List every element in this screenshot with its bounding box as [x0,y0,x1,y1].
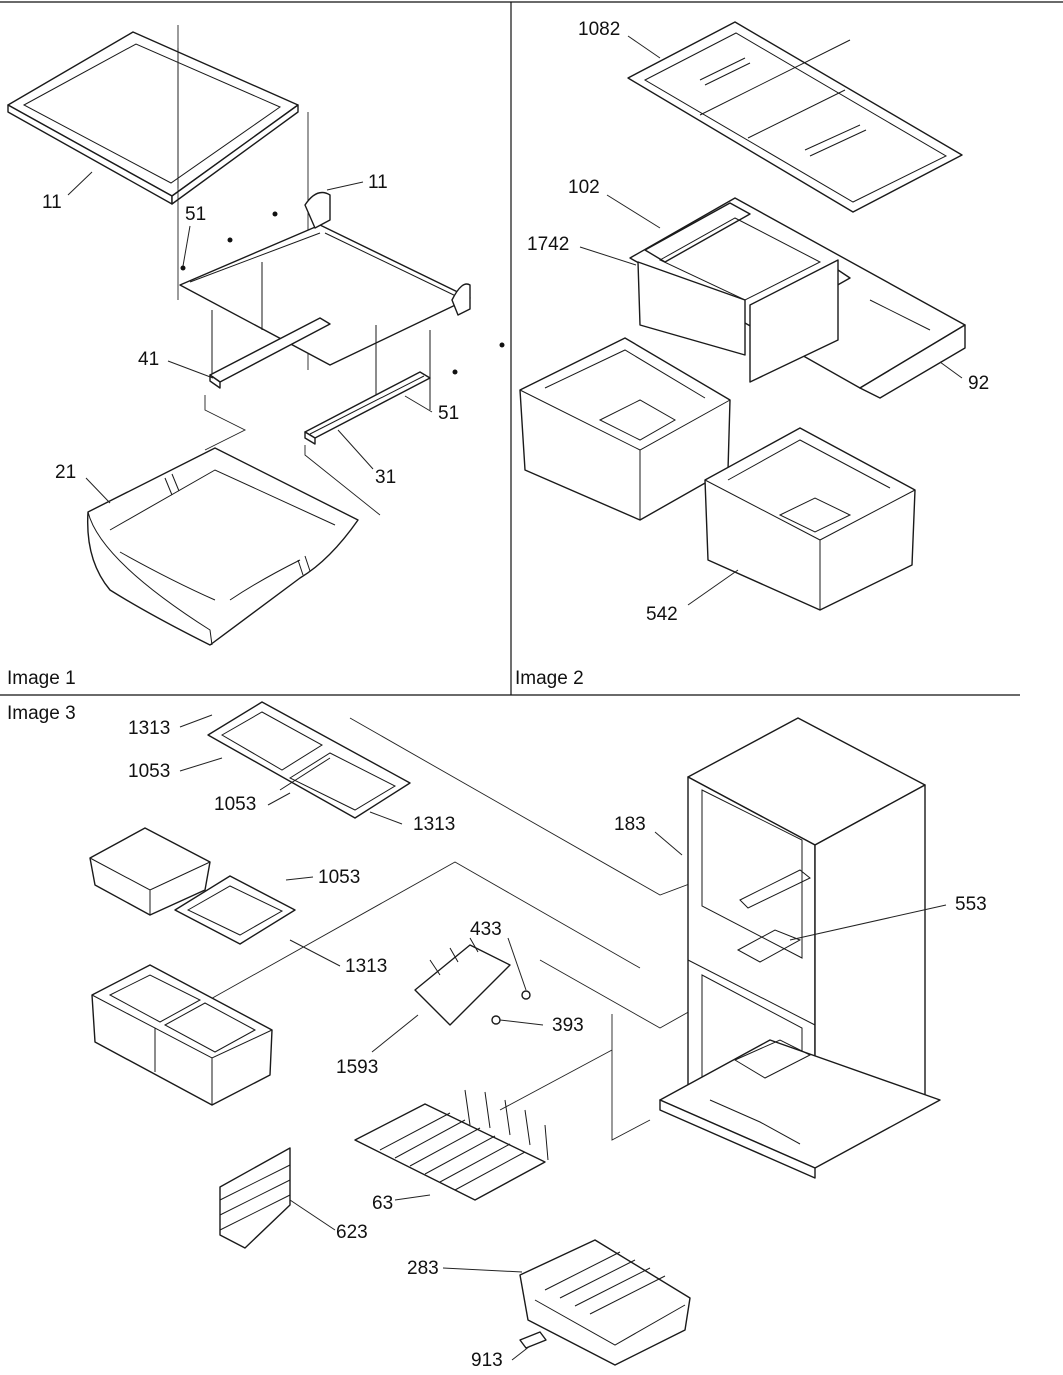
image2-drawing [519,21,966,611]
shelf-11 [7,31,299,205]
label-1053-top: 1053 [128,761,170,782]
image3-drawing [89,701,941,1366]
label-21: 21 [55,462,76,483]
drawer-left [519,337,731,521]
label-51-top: 51 [185,204,206,225]
label-1053-second: 1053 [214,794,256,815]
rail-31 [304,371,431,445]
wire-basket-283 [519,1239,691,1366]
label-92: 92 [968,373,989,394]
panel-captions: Image 1 Image 2 Image 3 [7,668,584,724]
image1-drawing [7,25,505,646]
refrigerator-cabinet [659,717,941,1179]
wire-shelf-63 [354,1089,549,1201]
label-102: 102 [568,177,600,198]
small-bin [89,827,211,916]
label-63: 63 [372,1193,393,1214]
label-1742: 1742 [527,234,569,255]
crisper-pan-21 [86,447,359,646]
label-11-frame: 11 [368,172,388,193]
part-labels: 11 11 51 41 51 31 21 1082 102 1742 92 54… [42,19,989,1371]
label-542: 542 [646,604,678,625]
crisper-pair [91,964,273,1106]
label-393: 393 [552,1015,584,1036]
label-183: 183 [614,814,646,835]
label-623: 623 [336,1222,368,1243]
wire-divider-623 [219,1147,291,1249]
label-1053-middle: 1053 [318,867,360,888]
label-1313-middle: 1313 [345,956,387,977]
shelves-top [207,701,411,819]
label-31: 31 [375,467,396,488]
caption-image-2: Image 2 [515,668,584,689]
label-11-shelf: 11 [42,192,62,213]
label-1313-top: 1313 [128,718,170,739]
label-41: 41 [138,349,159,370]
glass-shelf-1082 [627,21,963,213]
caption-image-1: Image 1 [7,668,76,689]
shelf-support-1593 [414,937,531,1026]
shelf-middle [174,875,296,945]
label-913: 913 [471,1350,503,1371]
label-433: 433 [470,919,502,940]
label-553: 553 [955,894,987,915]
caption-image-3: Image 3 [7,703,76,724]
label-283: 283 [407,1258,439,1279]
drawer-542 [704,427,916,611]
handle-913 [519,1331,547,1349]
label-51-bottom: 51 [438,403,459,424]
leader-lines [67,35,963,1361]
panel-frames [0,1,1063,696]
label-1593: 1593 [336,1057,378,1078]
label-1313-second: 1313 [413,814,455,835]
cover-assembly-92 [629,197,966,399]
label-1082: 1082 [578,19,620,40]
